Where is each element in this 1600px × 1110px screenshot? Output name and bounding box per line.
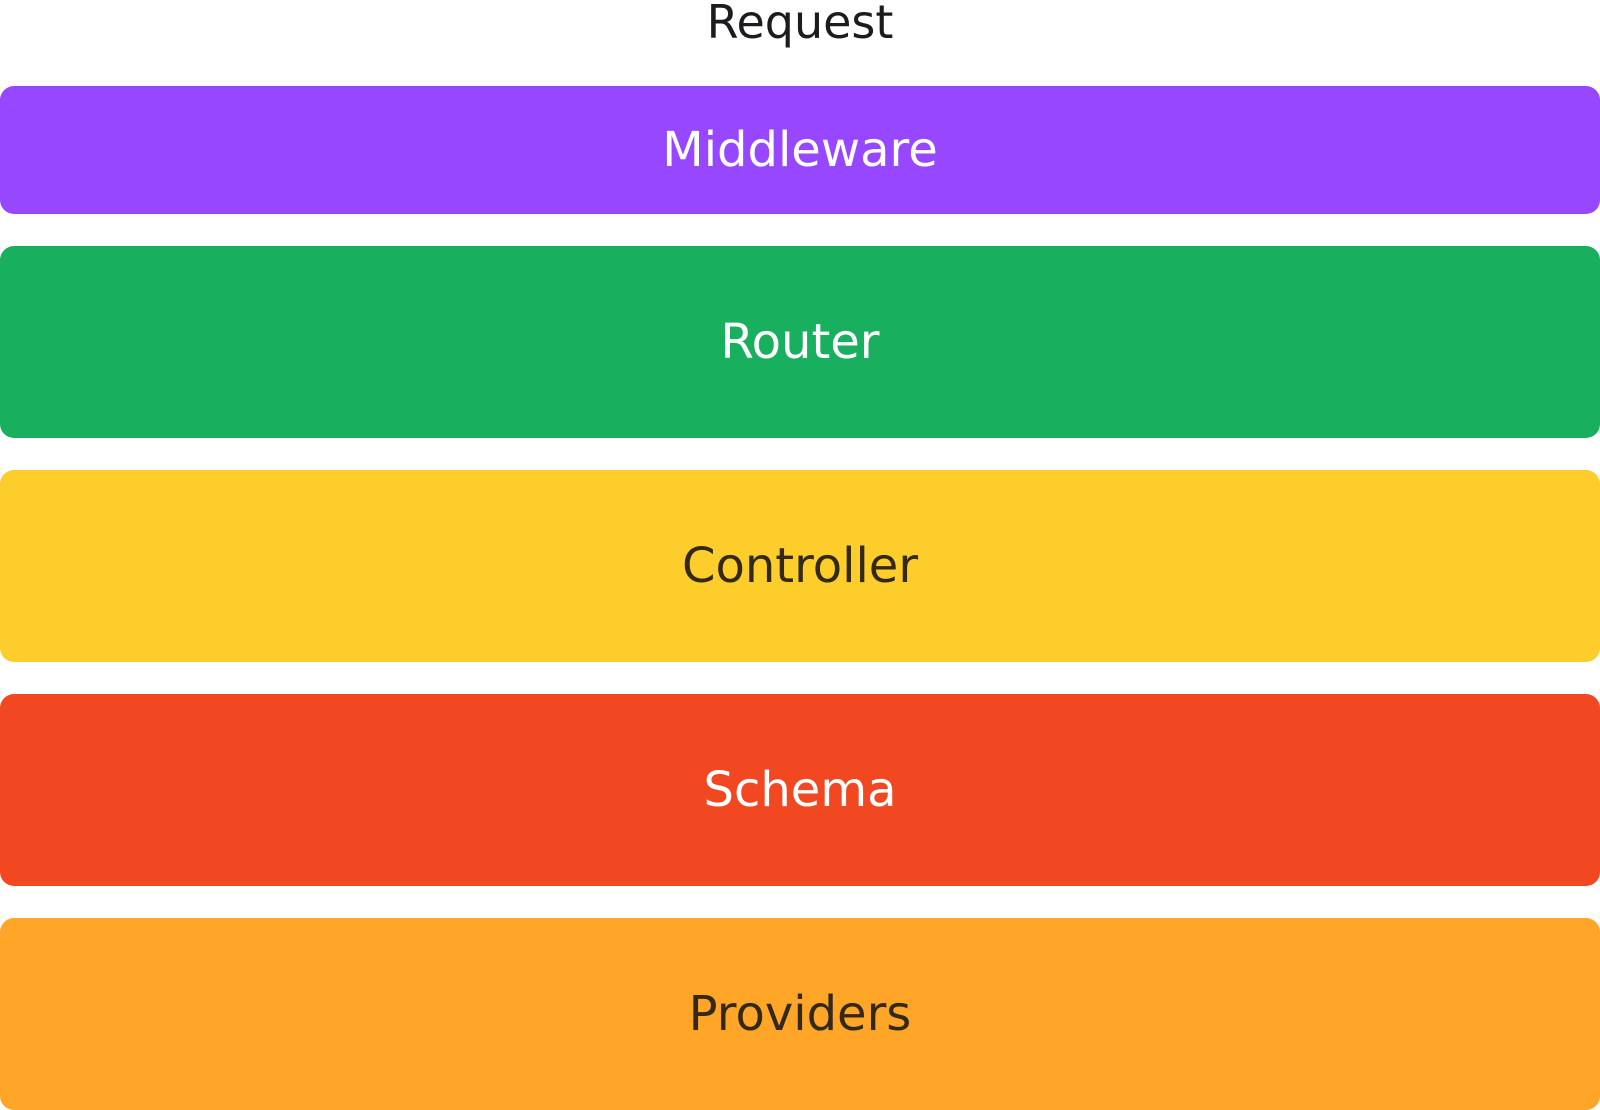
layer-label: Middleware [662,122,938,178]
layer-label: Controller [681,538,919,594]
layer-schema: Schema [0,694,1600,886]
layer-middleware: Middleware [0,86,1600,214]
layer-providers: Providers [0,918,1600,1110]
layer-label: Schema [703,762,897,818]
layer-label: Providers [688,986,912,1042]
diagram-title: Request [706,0,894,49]
layer-controller: Controller [0,470,1600,662]
layer-router: Router [0,246,1600,438]
layer-label: Router [720,314,880,370]
